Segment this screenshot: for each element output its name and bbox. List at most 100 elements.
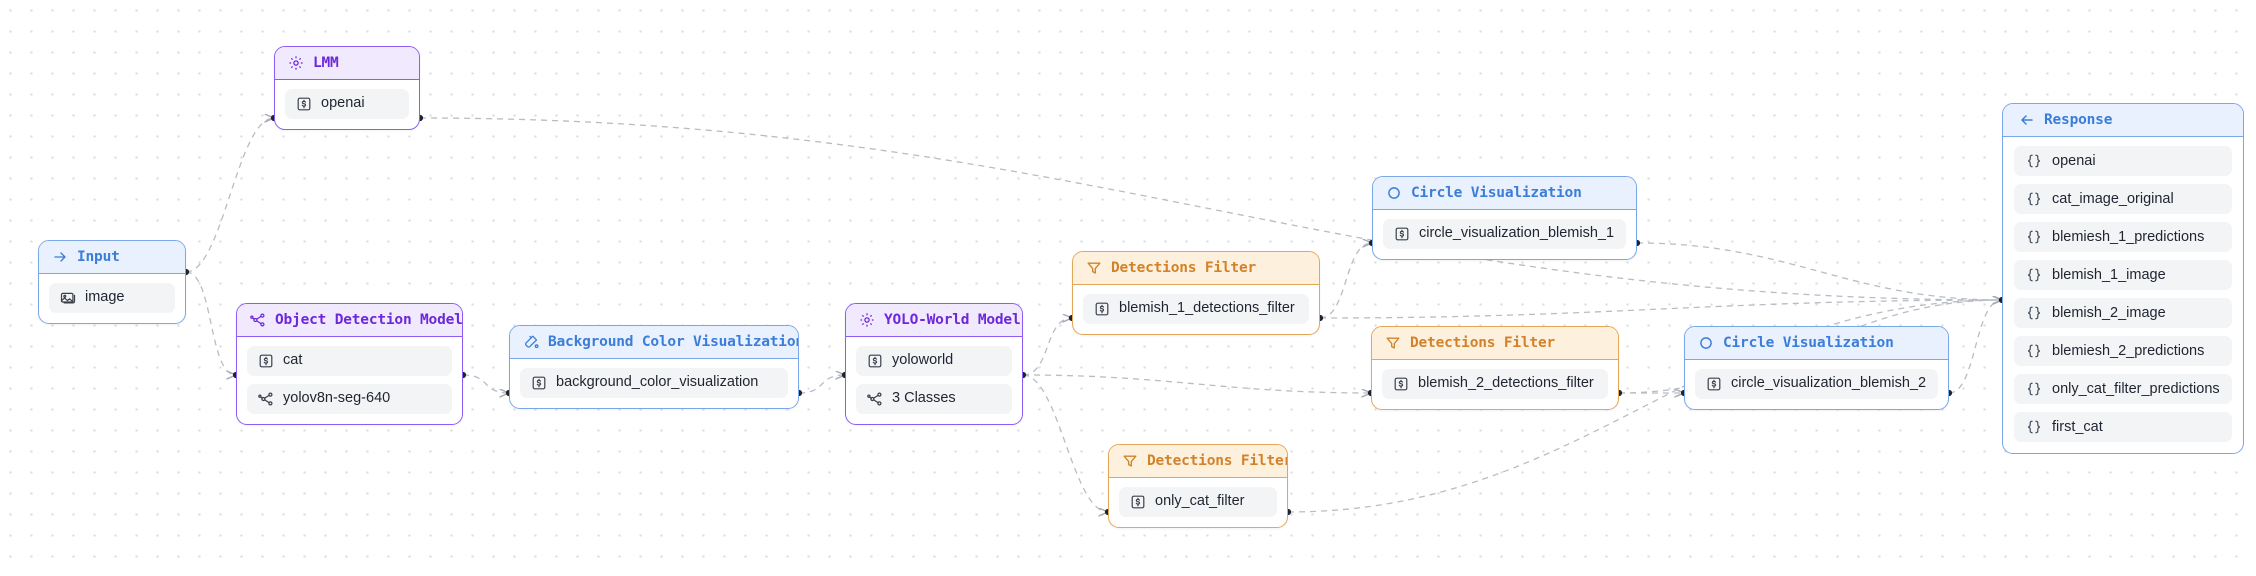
node-body-detections-filter-blemish-2: blemish_2_detections_filter [1372,360,1618,409]
node-field-label: image [85,289,125,306]
edge-yolo-world-model-to-detections-filter-blemish-2 [1022,374,1371,393]
paint-icon [523,334,539,350]
node-header-detections-filter-blemish-1: Detections Filter [1073,252,1319,285]
node-field[interactable]: yolov8n-seg-640 [247,384,452,414]
graph-nodes-icon [250,312,266,328]
dollar-box-icon [258,353,274,369]
gear-icon [288,55,304,71]
node-field-label: 3 Classes [892,390,956,407]
node-field[interactable]: only_cat_filter [1119,487,1277,517]
node-title: Object Detection Model [275,312,463,328]
node-circle-visualization-blemish-1[interactable]: Circle Visualization circle_visualization… [1372,176,1637,260]
node-body-detections-filter-only-cat: only_cat_filter [1109,478,1287,527]
graph-nodes-icon [258,391,274,407]
node-field[interactable]: image [49,283,175,313]
edge-yolo-world-model-to-detections-filter-blemish-1 [1022,318,1072,376]
response-item[interactable]: openai [2014,146,2232,176]
node-title: Circle Visualization [1411,185,1582,201]
response-item-label: blemish_1_image [2052,267,2166,283]
node-field[interactable]: circle_visualization_blemish_2 [1695,369,1938,399]
node-field[interactable]: yoloworld [856,346,1012,376]
response-item-label: first_cat [2052,419,2103,435]
node-field-label: circle_visualization_blemish_2 [1731,375,1927,392]
node-title: Input [77,249,120,265]
dollar-box-icon [1706,376,1722,392]
response-item[interactable]: cat_image_original [2014,184,2232,214]
edge-detections-filter-blemish-1-to-response [1319,300,2002,319]
response-item[interactable]: blemiesh_2_predictions [2014,336,2232,366]
node-body-yolo-world-model: yoloworld 3 Classes [846,337,1022,424]
node-object-detection-model[interactable]: Object Detection Model cat yolov8n-seg-640 [236,303,463,425]
node-field[interactable]: background_color_visualization [520,368,788,398]
dollar-box-icon [867,353,883,369]
image-icon [60,290,76,306]
response-title: Response [2044,112,2113,128]
node-detections-filter-blemish-2[interactable]: Detections Filter blemish_2_detections_fi… [1371,326,1619,410]
response-item-label: blemiesh_2_predictions [2052,343,2205,359]
edge-input-to-object-detection-model [185,271,236,375]
node-header-circle-visualization-blemish-2: Circle Visualization [1685,327,1948,360]
node-field-label: circle_visualization_blemish_1 [1419,225,1615,242]
edge-yolo-world-model-to-detections-filter-only-cat [1022,374,1108,512]
funnel-icon [1122,453,1138,469]
graph-nodes-icon [867,391,883,407]
node-background-color-visualization[interactable]: Background Color Visualization background… [509,325,799,409]
braces-icon [2026,153,2042,169]
response-item[interactable]: blemish_2_image [2014,298,2232,328]
response-list: openai cat_image_original blemiesh_1_predi… [2003,137,2243,453]
node-title: LMM [313,55,339,71]
node-field[interactable]: circle_visualization_blemish_1 [1383,219,1626,249]
node-detections-filter-blemish-1[interactable]: Detections Filter blemish_1_detections_fi… [1072,251,1320,335]
node-title: YOLO-World Model [884,312,1021,328]
response-item-label: blemish_2_image [2052,305,2166,321]
node-body-circle-visualization-blemish-2: circle_visualization_blemish_2 [1685,360,1948,409]
node-field-label: openai [321,95,365,112]
braces-icon [2026,305,2042,321]
circle-icon [1698,335,1714,351]
edge-circle-visualization-blemish-2-to-response [1948,300,2002,394]
node-header-input: Input [39,241,185,274]
node-title: Background Color Visualization [548,334,799,350]
node-field[interactable]: cat [247,346,452,376]
response-item[interactable]: blemish_1_image [2014,260,2232,290]
response-item[interactable]: blemiesh_1_predictions [2014,222,2232,252]
node-body-lmm: openai [275,80,419,129]
node-header-object-detection-model: Object Detection Model [237,304,462,337]
node-field[interactable]: 3 Classes [856,384,1012,414]
node-field-label: only_cat_filter [1155,493,1245,510]
braces-icon [2026,229,2042,245]
response-item-label: blemiesh_1_predictions [2052,229,2205,245]
edge-input-to-lmm [185,118,274,273]
node-header-circle-visualization-blemish-1: Circle Visualization [1373,177,1636,210]
node-field-label: cat [283,352,303,369]
dollar-box-icon [1394,226,1410,242]
dollar-box-icon [1130,494,1146,510]
node-circle-visualization-blemish-2[interactable]: Circle Visualization circle_visualization… [1684,326,1949,410]
node-header-yolo-world-model: YOLO-World Model [846,304,1022,337]
node-field[interactable]: blemish_2_detections_filter [1382,369,1608,399]
braces-icon [2026,191,2042,207]
node-yolo-world-model[interactable]: YOLO-World Model yoloworld 3 Classes [845,303,1023,425]
dollar-box-icon [531,375,547,391]
circle-icon [1386,185,1402,201]
node-field[interactable]: openai [285,89,409,119]
node-body-object-detection-model: cat yolov8n-seg-640 [237,337,462,424]
response-item-label: only_cat_filter_predictions [2052,381,2220,397]
node-header-detections-filter-only-cat: Detections Filter [1109,445,1287,478]
node-title: Detections Filter [1147,453,1288,469]
node-detections-filter-only-cat[interactable]: Detections Filter only_cat_filter [1108,444,1288,528]
node-input[interactable]: Input image [38,240,186,324]
node-field[interactable]: blemish_1_detections_filter [1083,294,1309,324]
node-field-label: yolov8n-seg-640 [283,390,391,407]
dollar-box-icon [1094,301,1110,317]
node-header-detections-filter-blemish-2: Detections Filter [1372,327,1618,360]
node-field-label: blemish_2_detections_filter [1418,375,1594,392]
arrow-left-icon [2019,112,2035,128]
gear-icon [859,312,875,328]
response-item[interactable]: first_cat [2014,412,2232,442]
node-lmm[interactable]: LMM openai [274,46,420,130]
response-item-label: cat_image_original [2052,191,2174,207]
response-item[interactable]: only_cat_filter_predictions [2014,374,2232,404]
